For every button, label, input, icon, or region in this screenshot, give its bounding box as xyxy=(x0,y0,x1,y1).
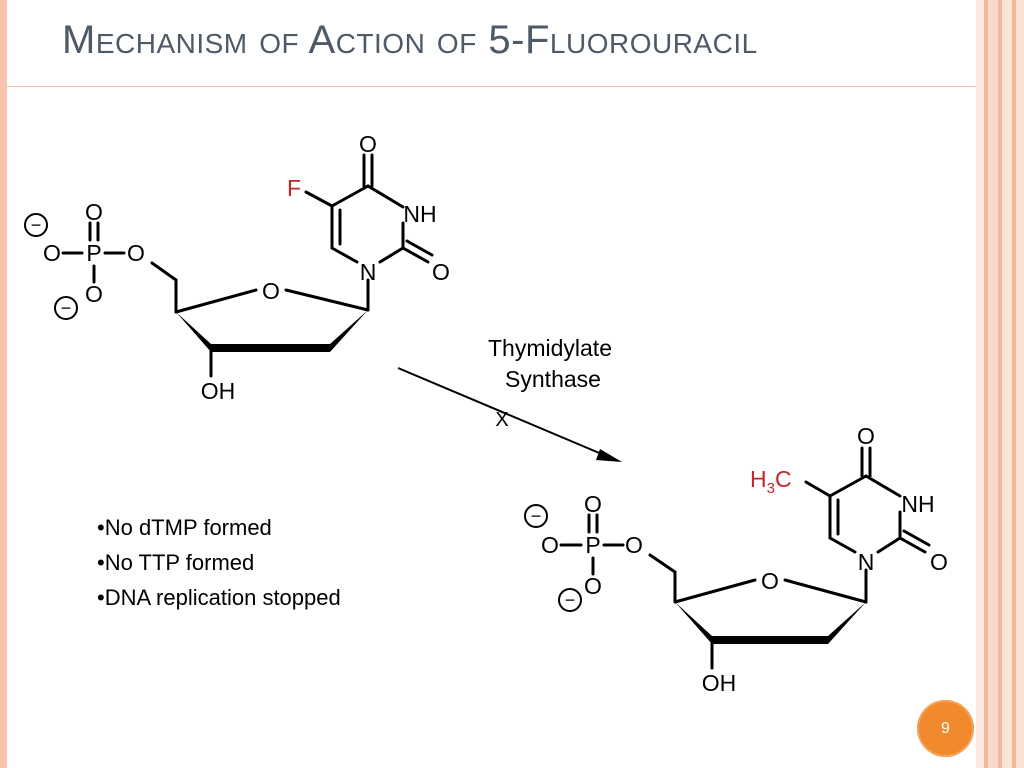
sugar-bond xyxy=(174,288,258,314)
product-labels: O NH O N O OH O O P O O xyxy=(541,423,948,696)
negative-charge-icon xyxy=(524,504,548,528)
atom-label: O xyxy=(584,573,602,599)
atom-label: N xyxy=(858,549,875,575)
atom-label: O xyxy=(625,532,643,558)
ring-bond xyxy=(828,536,857,554)
methyl-c: C xyxy=(775,466,792,492)
atom-label: O xyxy=(584,491,602,517)
negative-charge-icon xyxy=(24,213,48,237)
reactant-molecule xyxy=(61,153,434,378)
wedge-bond xyxy=(330,310,368,352)
atom-label: P xyxy=(86,240,101,266)
carbonyl-bond xyxy=(902,529,931,547)
wedge-bond xyxy=(675,602,712,644)
ring-bond xyxy=(366,184,405,209)
slide-title: Mechanism of Action of 5-Fluorouracil xyxy=(62,18,758,62)
enzyme-label-line2: Synthase xyxy=(505,366,601,392)
product-molecule xyxy=(559,446,931,670)
sugar-bond xyxy=(783,578,868,604)
list-item: •No TTP formed xyxy=(97,550,255,575)
negative-charge-icon xyxy=(54,296,78,320)
charge-label: − xyxy=(565,590,576,610)
charge-label: − xyxy=(31,215,42,235)
title-divider xyxy=(7,86,976,87)
atom-label: O xyxy=(432,259,450,285)
atom-label: O xyxy=(43,240,61,266)
right-stripe-decoration xyxy=(976,0,1024,768)
bold-bond xyxy=(712,636,828,644)
methyl-h: H xyxy=(750,466,767,492)
arrow-shaft xyxy=(397,367,605,456)
inhibition-mark: X xyxy=(495,409,508,431)
methyl-group-label: H3C xyxy=(750,466,792,497)
atom-label: O xyxy=(127,240,145,266)
charge-label: − xyxy=(531,506,542,526)
ring-bond xyxy=(828,474,868,498)
arrow-head-icon xyxy=(596,449,622,462)
atom-label: O xyxy=(761,568,779,594)
fluorine-atom-label: F xyxy=(287,175,301,201)
atom-label: O xyxy=(85,199,103,225)
atom-label: OH xyxy=(702,670,737,696)
atom-label: O xyxy=(857,423,875,449)
atom-label: O xyxy=(262,278,280,304)
ring-bond xyxy=(864,474,902,498)
reactant-charges: − − xyxy=(24,213,78,320)
left-border-decoration xyxy=(0,0,7,768)
methyl-bond xyxy=(804,480,832,498)
ring-bond xyxy=(876,536,902,554)
sugar-bond xyxy=(673,578,757,604)
atom-label: O xyxy=(541,532,559,558)
methyl-subscript: 3 xyxy=(767,480,775,497)
reactant-labels: O F NH O N O OH O O P O O xyxy=(43,131,450,404)
page-number-badge: 9 xyxy=(917,700,974,757)
enzyme-label-line1: Thymidylate xyxy=(488,335,612,361)
atom-label: N xyxy=(360,259,377,285)
charge-label: − xyxy=(61,298,72,318)
atom-label: OH xyxy=(201,378,236,404)
negative-charge-icon xyxy=(558,588,582,612)
atom-label: P xyxy=(585,532,600,558)
sugar-bond xyxy=(648,553,677,574)
fluorine-bond xyxy=(304,190,334,208)
atom-label: NH xyxy=(901,491,934,517)
carbonyl-bond xyxy=(898,536,927,554)
ring-bond xyxy=(330,184,370,208)
ring-bond xyxy=(330,246,359,264)
product-charges: − − xyxy=(524,504,582,612)
list-item: •No dTMP formed xyxy=(97,515,272,540)
carbonyl-bond xyxy=(401,246,430,264)
enzyme-label: Thymidylate Synthase xyxy=(488,335,612,392)
reaction-arrow: X xyxy=(397,367,622,462)
consequence-list: •No dTMP formed •No TTP formed •DNA repl… xyxy=(97,510,457,615)
atom-label: O xyxy=(930,549,948,575)
sugar-bond xyxy=(150,261,178,282)
sugar-bond xyxy=(284,288,370,312)
wedge-bond xyxy=(828,602,866,644)
bold-bond xyxy=(211,344,330,352)
atom-label: O xyxy=(85,281,103,307)
carbonyl-bond xyxy=(405,239,434,257)
list-item: •DNA replication stopped xyxy=(97,585,341,610)
wedge-bond xyxy=(176,312,211,352)
ring-bond xyxy=(378,246,405,264)
atom-label: NH xyxy=(403,201,436,227)
atom-label: O xyxy=(359,131,377,157)
